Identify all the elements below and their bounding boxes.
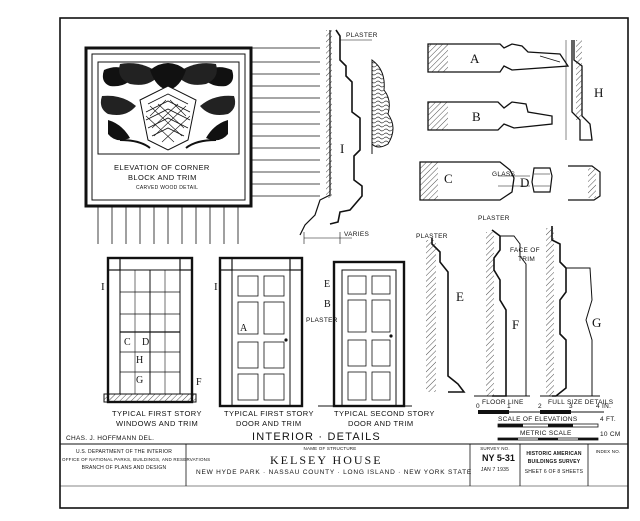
label-floor-line: FLOOR LINE: [482, 399, 524, 406]
location: NEW HYDE PARK · NASSAU COUNTY · LONG ISL…: [196, 469, 473, 476]
label-plaster: PLASTER: [416, 233, 448, 240]
profile-i: [299, 29, 394, 244]
corner-block-title-1: ELEVATION OF CORNER: [114, 163, 210, 172]
scale-elevations-label: SCALE OF ELEVATIONS: [498, 416, 578, 423]
label-plaster: PLASTER: [346, 32, 378, 39]
first-story-door: [218, 256, 304, 408]
sheet-border: [59, 17, 629, 509]
section-letter: F: [196, 377, 202, 388]
label-full-size-details: FULL SIZE DETAILS: [548, 399, 614, 406]
name-caption: NAME OF STRUCTURE: [303, 446, 357, 451]
index-label: INDEX NO.: [595, 449, 621, 454]
corner-block-title-2: BLOCK AND TRIM: [128, 173, 197, 182]
survey-no: NY 5-31: [482, 453, 515, 463]
structure-name: KELSEY HOUSE: [270, 453, 383, 467]
section-letter: I: [340, 141, 345, 156]
section-letter: A: [470, 51, 480, 66]
corner-block-subtitle: CARVED WOOD DETAIL: [136, 185, 199, 191]
section-letter: D: [520, 175, 530, 190]
section-letter: H: [594, 85, 604, 100]
section-letter: G: [136, 375, 144, 386]
section-letter: B: [472, 109, 481, 124]
caption-windows: TYPICAL FIRST STORY: [112, 409, 202, 418]
profile-b: [427, 101, 553, 131]
habs-line: HISTORIC AMERICAN: [526, 451, 582, 457]
section-letter: C: [124, 337, 131, 348]
label-glass: GLASS: [492, 171, 516, 178]
metric-scale: [497, 437, 599, 441]
label-plaster: PLASTER: [478, 215, 510, 222]
section-letter: G: [592, 315, 602, 330]
elevation-scale: [497, 423, 599, 428]
scale-tick: 2: [538, 403, 542, 410]
section-letter: C: [444, 171, 453, 186]
scale-elevations-end: 4 FT.: [600, 416, 616, 423]
label-varies: VARIES: [344, 231, 370, 238]
section-letter: A: [240, 323, 248, 334]
section-letter: D: [142, 337, 150, 348]
label-face-of-trim: FACE OF: [510, 247, 540, 254]
section-letter: F: [512, 317, 520, 332]
delineator: CHAS. J. HOFFMANN DEL.: [66, 435, 155, 442]
profile-f: [474, 229, 530, 397]
scale-metric-label: METRIC SCALE: [520, 430, 572, 437]
section-letter: I: [214, 281, 218, 293]
label-plaster: PLASTER: [306, 317, 338, 324]
caption-door-second: TYPICAL SECOND STORY: [334, 409, 435, 418]
scale-metric-end: 10 CM: [600, 431, 621, 438]
scale-tick: 3: [569, 403, 573, 410]
caption-door-first: DOOR AND TRIM: [236, 419, 302, 428]
section-letter: E: [456, 289, 464, 304]
profile-a: [427, 43, 570, 73]
second-story-door: [318, 260, 412, 408]
section-letter: B: [324, 299, 331, 310]
section-letter: E: [324, 279, 331, 290]
agency-line: BRANCH OF PLANS AND DESIGN: [81, 465, 167, 471]
sheet-title: INTERIOR · DETAILS: [252, 431, 381, 443]
corner-block-elevation: [84, 46, 253, 208]
caption-windows: WINDOWS AND TRIM: [116, 419, 199, 428]
full-size-scale: [478, 410, 604, 414]
sheet-of: SHEET 6 OF 8 SHEETS: [524, 469, 584, 475]
survey-date: JAN 7 1935: [480, 467, 510, 473]
window-elevation: [103, 256, 197, 404]
profile-c: [419, 161, 530, 201]
survey-no-label: SURVEY NO.: [480, 446, 510, 451]
label-face-of-trim: TRIM: [518, 256, 536, 263]
profile-d: [531, 167, 553, 193]
scale-tick: 0: [476, 403, 480, 410]
caption-door-second: DOOR AND TRIM: [348, 419, 414, 428]
agency-line: U.S. DEPARTMENT OF THE INTERIOR: [75, 449, 173, 455]
agency-line: OFFICE OF NATIONAL PARKS, BUILDINGS, AND…: [62, 457, 211, 462]
profile-h: [565, 40, 593, 141]
profile-e: [426, 238, 466, 393]
scale-tick: 1: [507, 403, 511, 410]
scale-tick: 4 IN.: [596, 403, 612, 410]
section-letter: I: [101, 281, 105, 293]
profile-g: [540, 226, 600, 397]
caption-door-first: TYPICAL FIRST STORY: [224, 409, 314, 418]
section-letter: H: [136, 355, 144, 366]
habs-line: BUILDINGS SURVEY: [527, 459, 581, 465]
